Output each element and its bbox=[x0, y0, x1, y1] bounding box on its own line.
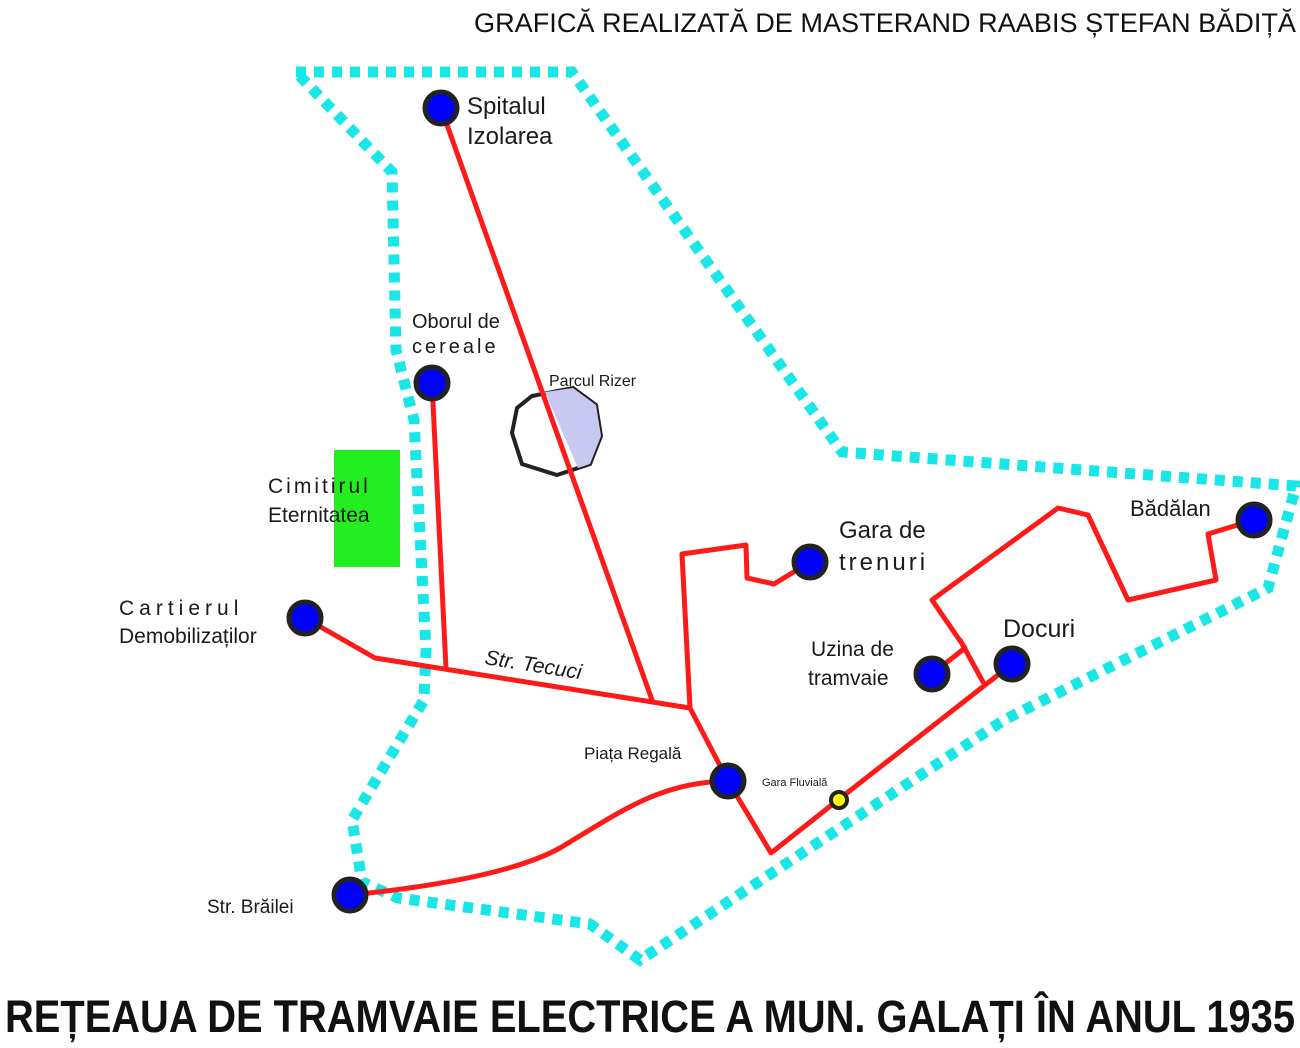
cemetery-area bbox=[334, 450, 400, 567]
tram-line-str-brailei bbox=[347, 778, 731, 898]
tram-line-piata-regala bbox=[687, 661, 1015, 856]
label-gara-fluviala: Gara Fluvială bbox=[762, 777, 828, 789]
label-uzina-1: Uzina de bbox=[811, 638, 894, 661]
station-gara-trenuri[interactable] bbox=[791, 543, 829, 581]
label-spitalul-2: Izolarea bbox=[467, 123, 553, 150]
tram-line-spitalul bbox=[438, 105, 655, 703]
label-cartierul-2: Demobilizaților bbox=[119, 625, 257, 648]
label-docuri: Docuri bbox=[1003, 615, 1075, 643]
city-boundary bbox=[283, 66, 1300, 967]
label-parcul-rizer: Parcul Rizer bbox=[549, 373, 637, 390]
author-credit: GRAFICĂ REALIZATĂ DE MASTERAND RAABIS ȘT… bbox=[474, 8, 1296, 38]
label-piata-regala: Piața Regală bbox=[584, 744, 682, 763]
label-cartierul-1: Cartierul bbox=[119, 597, 243, 620]
station-piata-regala[interactable] bbox=[709, 762, 747, 800]
tram-line-gara-trenuri bbox=[679, 542, 813, 711]
station-cartierul-demobilizatilor[interactable] bbox=[286, 599, 324, 637]
label-spitalul-1: Spitalul bbox=[467, 93, 546, 120]
label-badalan: Bădălan bbox=[1130, 496, 1211, 521]
station-oborul-cereale[interactable] bbox=[413, 364, 451, 402]
label-uzina-2: tramvaie bbox=[808, 667, 889, 690]
tram-line-badalan bbox=[929, 505, 1257, 677]
label-cimitirul-2: Eternitatea bbox=[268, 504, 370, 527]
station-uzina-tramvaie[interactable] bbox=[913, 655, 951, 693]
station-spitalul-izolarea[interactable] bbox=[422, 89, 460, 127]
label-str-brailei: Str. Brăilei bbox=[207, 897, 294, 918]
station-gara-fluviala[interactable] bbox=[829, 790, 849, 810]
station-str-brailei[interactable] bbox=[331, 876, 369, 914]
tram-line-docuri-link bbox=[957, 637, 986, 685]
label-cimitirul-1: Cimitirul bbox=[268, 475, 371, 498]
label-oborul-2: cereale bbox=[412, 336, 499, 358]
tram-line-oborul bbox=[429, 380, 449, 671]
label-gara-trenuri-1: Gara de bbox=[839, 517, 926, 544]
station-docuri[interactable] bbox=[993, 645, 1031, 683]
label-gara-trenuri-2: trenuri bbox=[839, 549, 928, 576]
tram-line-str-tecuci bbox=[302, 615, 693, 711]
label-oborul-1: Oborul de bbox=[412, 311, 500, 333]
station-badalan[interactable] bbox=[1235, 501, 1273, 539]
map-title: REȚEAUA DE TRAMVAIE ELECTRICE A MUN. GAL… bbox=[5, 991, 1295, 1042]
